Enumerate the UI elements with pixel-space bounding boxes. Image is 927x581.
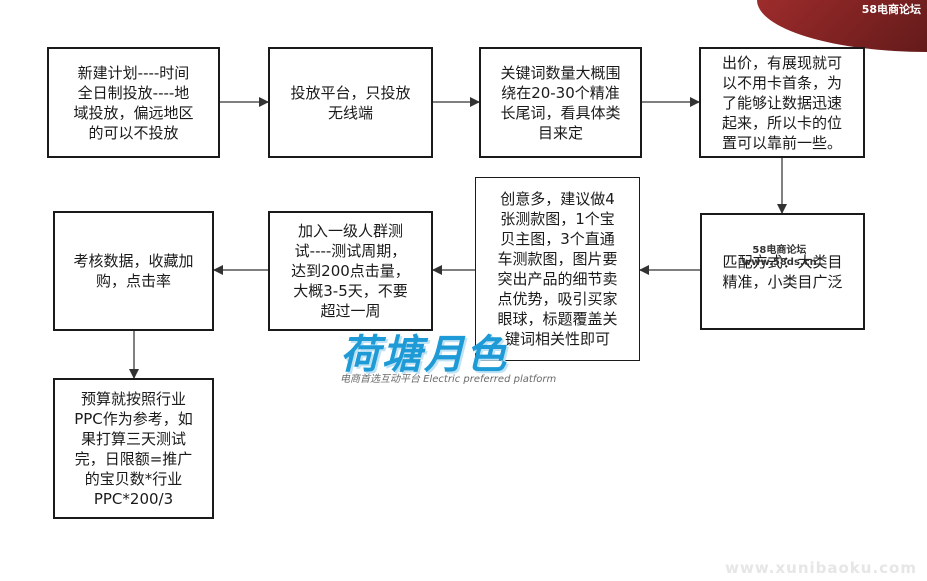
step-match-type: 匹配方式：大类目 精准，小类目广泛: [700, 213, 865, 330]
step-budget-text: 预算就按照行业 PPC作为参考，如 果打算三天测试 完，日限额=推广 的宝贝数*…: [74, 389, 193, 508]
step-bidding: 出价，有展现就可 以不用卡首条，为 了能够让数据迅速 起来，所以卡的位 置可以靠…: [699, 47, 865, 158]
step-crowd-test: 加入一级人群测 试----测试周期， 达到200点击量， 大概3-5天，不要 超…: [268, 211, 433, 331]
watermark-subtitle: 电商首选互动平台 Electric preferred platform: [340, 374, 557, 385]
corner-label: 58电商论坛: [861, 3, 921, 16]
step-budget: 预算就按照行业 PPC作为参考，如 果打算三天测试 完，日限额=推广 的宝贝数*…: [53, 378, 214, 519]
step-creatives-text: 创意多，建议做4 张测款图，1个宝 贝主图，3个直通 车测款图，图片要 突出产品…: [497, 190, 618, 348]
watermark-logo: 荷塘月色: [340, 332, 508, 378]
step-evaluate-data: 考核数据，收藏加 购，点击率: [53, 211, 214, 331]
watermark-small: 58电商论坛 www.58ds.cn: [742, 245, 817, 269]
step-keywords: 关键词数量大概围 绕在20-30个精准 长尾词，看具体类 目来定: [479, 47, 642, 158]
step-new-plan-text: 新建计划----时间 全日制投放----地 域投放，偏远地区 的可以不投放: [73, 63, 194, 142]
step-bidding-text: 出价，有展现就可 以不用卡首条，为 了能够让数据迅速 起来，所以卡的位 置可以靠…: [721, 53, 842, 152]
step-platform: 投放平台，只投放 无线端: [268, 47, 433, 158]
step-evaluate-data-text: 考核数据，收藏加 购，点击率: [73, 252, 194, 290]
step-crowd-test-text: 加入一级人群测 试----测试周期， 达到200点击量， 大概3-5天，不要 超…: [291, 222, 410, 320]
step-new-plan: 新建计划----时间 全日制投放----地 域投放，偏远地区 的可以不投放: [47, 47, 220, 158]
step-match-type-text: 匹配方式：大类目 精准，小类目广泛: [722, 252, 843, 291]
step-keywords-text: 关键词数量大概围 绕在20-30个精准 长尾词，看具体类 目来定: [500, 63, 621, 142]
watermark-bottom: www.xunibaoku.com: [725, 559, 917, 577]
step-platform-text: 投放平台，只投放 无线端: [290, 83, 411, 122]
watermark-small-line2: www.58ds.cn: [742, 257, 817, 268]
step-creatives: 创意多，建议做4 张测款图，1个宝 贝主图，3个直通 车测款图，图片要 突出产品…: [475, 177, 640, 361]
watermark-small-line1: 58电商论坛: [752, 245, 807, 256]
